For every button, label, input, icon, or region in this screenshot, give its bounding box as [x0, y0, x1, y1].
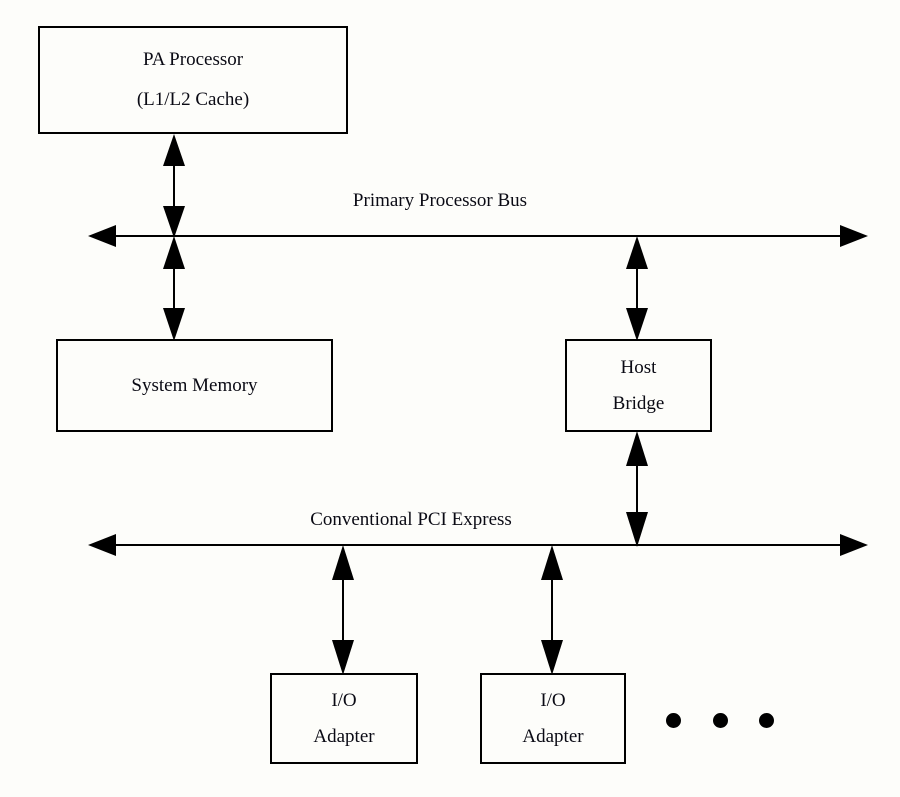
- ellipsis-dot: [666, 713, 681, 728]
- arrowhead-up-host-bridge-bottom: [626, 431, 648, 466]
- node-pa-processor: PA Processor (L1/L2 Cache): [38, 26, 348, 134]
- node-host-bridge: Host Bridge: [565, 339, 712, 432]
- node-pa-processor-line-2: (L1/L2 Cache): [136, 89, 250, 110]
- node-io-adapter-2: I/O Adapter: [480, 673, 626, 764]
- node-system-memory: System Memory: [56, 339, 333, 432]
- node-io-adapter-1-line-1: I/O: [331, 689, 357, 711]
- node-pa-processor-line-1: PA Processor: [142, 49, 244, 71]
- connector-pa-processor-to-primary-bus: [163, 134, 185, 238]
- arrowhead-up-primary-bus-bridge: [626, 236, 648, 269]
- pci-bus-left-arrowhead: [88, 534, 116, 556]
- arrowhead-up-io-adapter-2: [541, 545, 563, 580]
- arrowhead-down-io-adapter-1: [332, 640, 354, 675]
- pci-bus-right-arrowhead: [840, 534, 868, 556]
- arrowhead-down-io-adapter-2: [541, 640, 563, 675]
- primary-bus-left-arrowhead: [88, 225, 116, 247]
- conventional-pci-express-bus-rail: [88, 534, 868, 556]
- primary-processor-bus-rail: [88, 225, 868, 247]
- node-host-bridge-line-1: Host: [620, 356, 657, 378]
- arrowhead-up-pa-processor: [163, 134, 185, 166]
- arrowhead-down-host-bridge: [626, 308, 648, 341]
- arrowhead-up-io-adapter-1: [332, 545, 354, 580]
- arrowhead-up-primary-bus-memory: [163, 236, 185, 269]
- primary-processor-bus-label: Primary Processor Bus: [352, 190, 528, 211]
- conventional-pci-express-label: Conventional PCI Express: [310, 509, 512, 530]
- node-host-bridge-line-2: Bridge: [612, 392, 665, 414]
- connector-primary-bus-to-system-memory: [163, 236, 185, 341]
- node-system-memory-line-1: System Memory: [131, 374, 258, 396]
- connector-primary-bus-to-host-bridge: [626, 236, 648, 341]
- connector-pci-bus-to-io-adapter-1: [332, 545, 354, 675]
- arrowhead-down-primary-bus: [163, 206, 185, 238]
- node-io-adapter-1: I/O Adapter: [270, 673, 418, 764]
- connector-host-bridge-to-pci-bus: [626, 431, 648, 547]
- arrowhead-down-pci-bus: [626, 512, 648, 547]
- node-io-adapter-2-line-2: Adapter: [522, 725, 584, 747]
- more-io-adapters-ellipsis: [660, 710, 780, 732]
- ellipsis-dot: [713, 713, 728, 728]
- connector-pci-bus-to-io-adapter-2: [541, 545, 563, 675]
- ellipsis-dot: [759, 713, 774, 728]
- node-io-adapter-1-line-2: Adapter: [313, 725, 375, 747]
- node-io-adapter-2-line-1: I/O: [540, 689, 566, 711]
- arrowhead-down-system-memory: [163, 308, 185, 341]
- primary-bus-right-arrowhead: [840, 225, 868, 247]
